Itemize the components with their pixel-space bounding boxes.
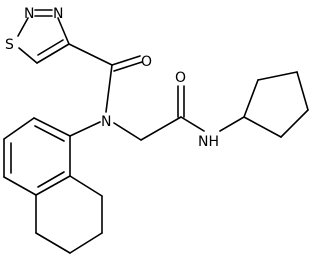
bond-c5-s1: [18, 47, 38, 64]
bond-n2-c4: [57, 17, 70, 45]
atom-label-o-carbonyl: O: [141, 54, 152, 70]
atom-label-s1: S: [5, 37, 14, 53]
bond-ar2-ar3: [3, 117, 35, 140]
atom-label-o-amide: O: [175, 70, 186, 86]
bond-ar5-ar6: [35, 175, 71, 196]
bond-c4-c5: [36, 43, 70, 64]
bond-ch2-c: [140, 116, 182, 141]
bond-cp3-cp4: [296, 71, 309, 111]
bond-ar1-ar2: [33, 117, 71, 137]
bond-n-ch2: [113, 122, 142, 141]
aromatic-ring: [3, 117, 71, 196]
atom-label-nh: NH: [198, 134, 219, 150]
carbonyl-group: [68, 43, 143, 113]
bond-ar5-ar6-inner: [37, 171, 65, 188]
atom-label-n1: N: [24, 6, 34, 22]
bond-carbonyl-o-inner: [113, 61, 143, 72]
bond-c-nh: [180, 116, 205, 132]
bond-carbonyl-o: [111, 55, 141, 66]
bond-ar4-ar5: [3, 176, 37, 196]
thiadiazole-ring: [17, 9, 70, 64]
bond-carbonyl-n: [105, 64, 113, 113]
atom-label-n-amide: N: [101, 114, 111, 130]
amide-nitrogen-bonds: [69, 116, 182, 141]
cyclopentane-ring: [243, 71, 309, 138]
glycinamide-group: [177, 85, 245, 132]
atom-label-n2: N: [53, 6, 63, 22]
bond-cp2-cp3: [257, 71, 298, 81]
bond-sr5-sr6: [69, 175, 103, 197]
saturated-ring: [35, 175, 103, 254]
bond-cp4-cp5: [280, 109, 309, 138]
bond-cp1-cp2: [243, 79, 259, 118]
bond-sr2-sr3: [35, 232, 71, 254]
bond-c4-c5-inner: [37, 39, 64, 56]
bond-cp5-cp1: [243, 116, 282, 138]
bond-c4-carbonyl: [68, 43, 113, 66]
bond-n-ring: [69, 121, 101, 137]
bond-s1-n1: [17, 17, 29, 37]
bond-ar1-ar2-inner: [34, 125, 65, 142]
bond-sr3-sr4: [69, 232, 103, 254]
bond-nh-cyclopentyl: [219, 116, 245, 132]
